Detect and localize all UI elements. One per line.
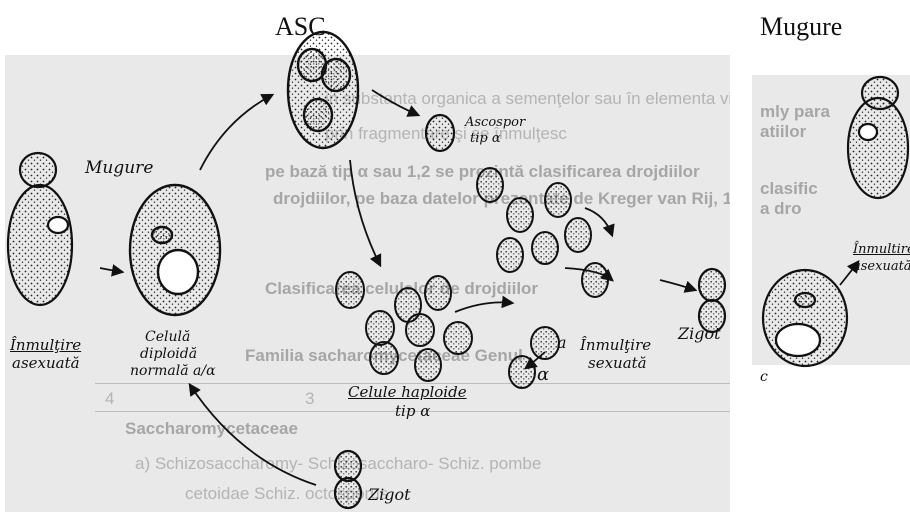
diploid-cell <box>130 185 220 315</box>
label-celula: normală a/α <box>130 364 216 379</box>
ascus-cell <box>288 32 358 148</box>
label-zigot-bottom: Zigot <box>368 487 411 504</box>
label-inmultire-asexuata: asexuată <box>12 356 80 372</box>
zygote-bottom <box>335 451 361 508</box>
label-celula: diploidă <box>140 347 197 362</box>
right-budding-cell <box>848 77 908 198</box>
label-inmultire-sexuata: sexuată <box>588 356 647 372</box>
label-inmultire-asexuata: Înmulţire <box>10 338 81 354</box>
zygote-right <box>699 269 725 332</box>
label-celula: Celulă <box>145 330 190 345</box>
label-celule-haploide: Celule haploide <box>348 385 467 401</box>
ascospore-cell <box>426 115 454 151</box>
label-zigot-right: Zigot <box>678 326 721 343</box>
label-mugure: Mugure <box>85 160 153 178</box>
label-alpha: α <box>537 366 549 385</box>
budding-cell <box>8 153 72 305</box>
label-right-inmultire: Înmultire <box>853 243 910 257</box>
label-right-asexuata: asexuată <box>853 260 910 274</box>
label-right-corner: c <box>760 370 768 385</box>
label-celule-haploide-tip: tip α <box>395 404 430 420</box>
label-ascospor-tip: tip α <box>470 132 501 146</box>
haploid-cells <box>336 168 608 388</box>
right-parent-cell <box>763 270 847 366</box>
label-inmultire-sexuata: Înmulţire <box>580 338 651 354</box>
label-a: a <box>557 335 567 352</box>
label-ascospor: Ascospor <box>465 116 525 130</box>
